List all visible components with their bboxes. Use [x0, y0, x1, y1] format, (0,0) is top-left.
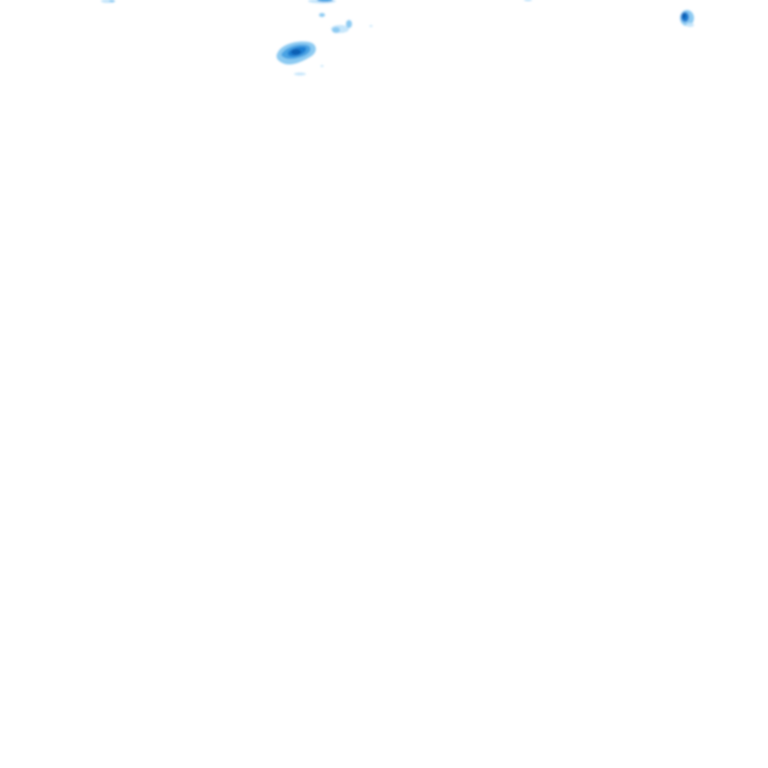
echo-cell — [346, 20, 352, 28]
echo-cell — [291, 49, 301, 55]
echo-cell — [320, 65, 324, 67]
echo-cell — [686, 23, 694, 27]
echo-main-cell — [276, 41, 324, 76]
echo-cell — [332, 27, 340, 33]
echo-cell — [319, 13, 325, 17]
echo-top-left-edge — [101, 0, 115, 3]
echo-cell — [317, 0, 333, 2]
echo-top-right-edge — [524, 0, 532, 2]
echo-cell — [109, 0, 115, 3]
echo-right-cell — [680, 10, 694, 27]
echo-cell — [369, 25, 373, 27]
echo-cell — [524, 0, 532, 2]
echo-cell — [682, 13, 686, 19]
echo-cell — [294, 72, 306, 76]
echo-top-center-edge — [308, 0, 336, 4]
echo-small-specks — [319, 13, 373, 33]
